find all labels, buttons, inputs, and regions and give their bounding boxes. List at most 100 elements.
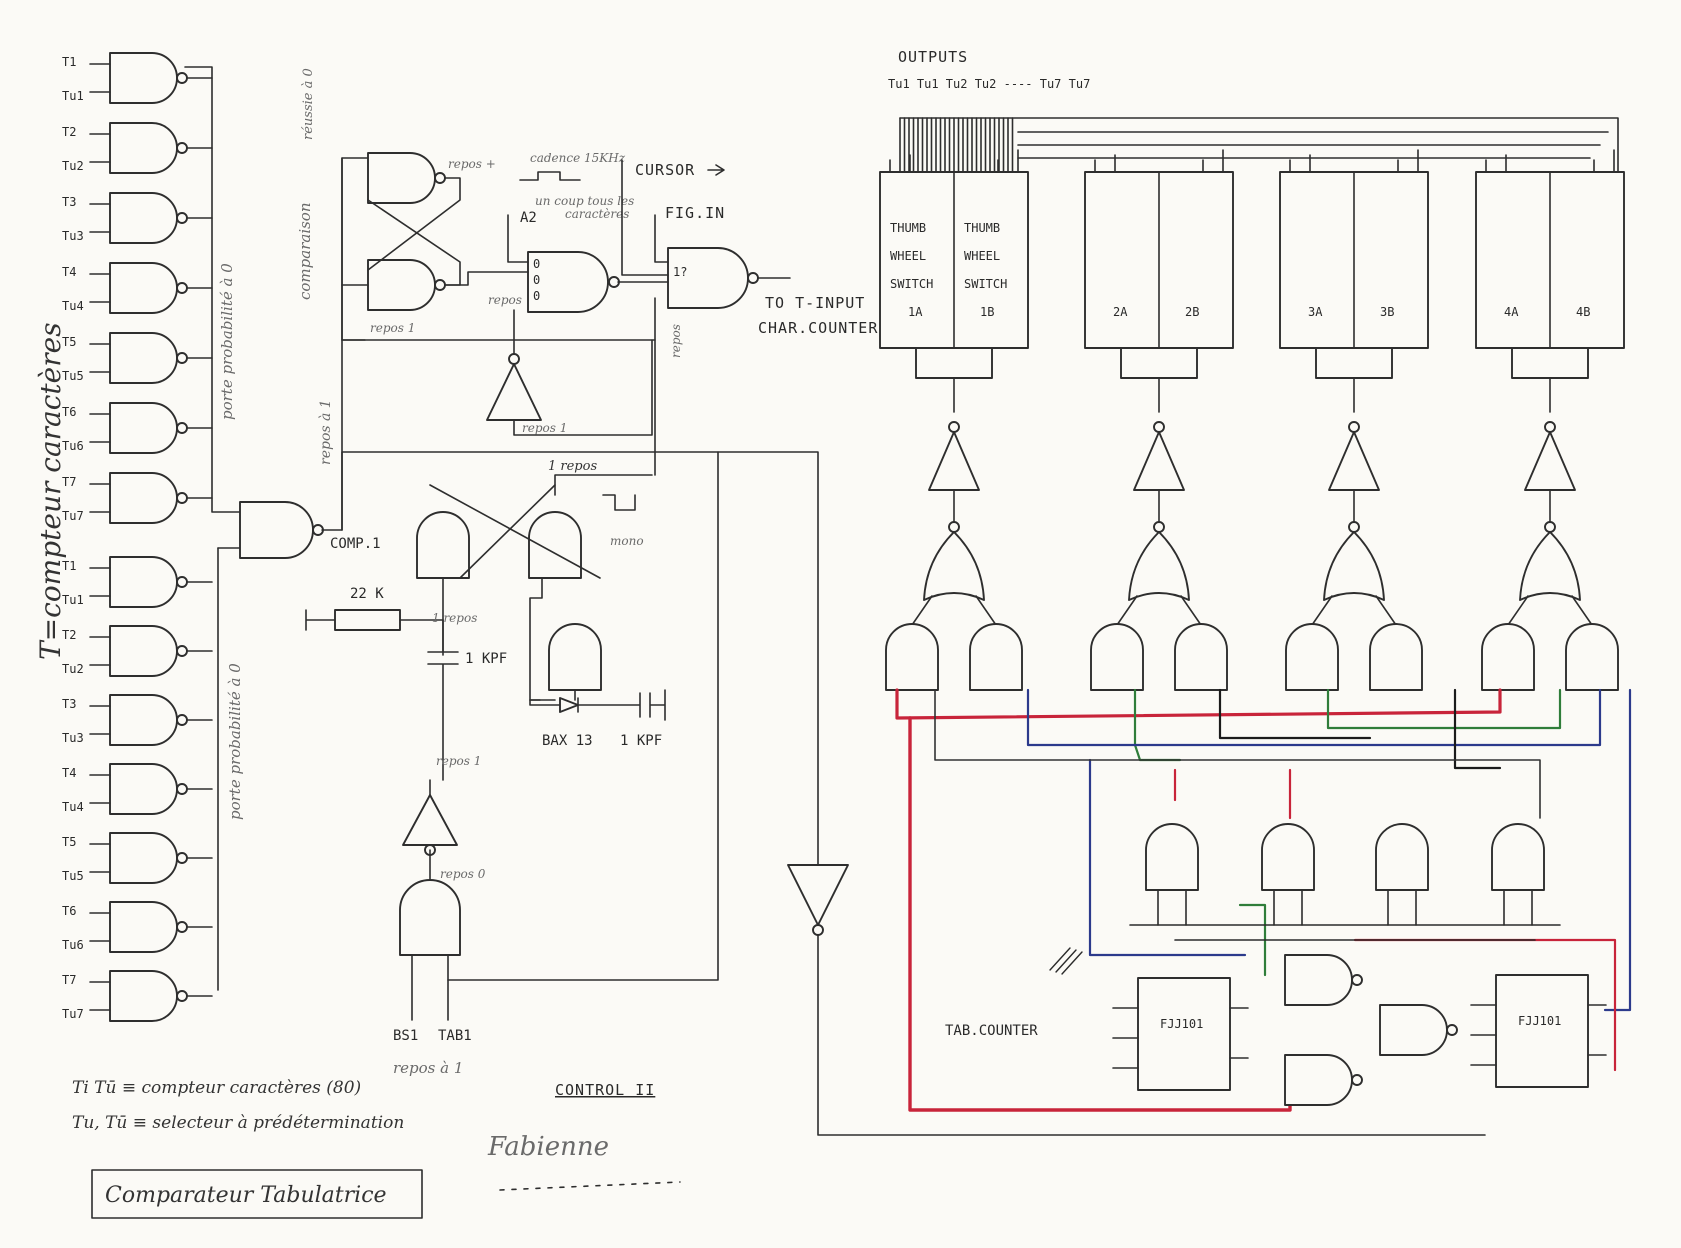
lower-input-label: Tu1 bbox=[62, 593, 84, 607]
outputs-formula: Tu1 Tu1 Tu2 Tu2 ---- Tu7 Tu7 bbox=[888, 77, 1090, 91]
t-input-label: TO T-INPUT bbox=[765, 294, 865, 312]
select-inverter-3 bbox=[1328, 421, 1380, 491]
select-inverter-4 bbox=[1524, 421, 1576, 491]
cadence-note3: caractères bbox=[565, 207, 629, 221]
comp1-output-wire bbox=[321, 157, 369, 531]
resistor-22k: 22 K bbox=[305, 586, 444, 631]
lower-input-label: T6 bbox=[62, 904, 76, 918]
bank-bus bbox=[184, 66, 241, 991]
thumbwheel-label-a: 1A bbox=[908, 305, 923, 319]
select-or-3 bbox=[1323, 521, 1385, 601]
figin-gate bbox=[667, 247, 759, 309]
svg-text:SWITCH: SWITCH bbox=[890, 277, 933, 291]
char-counter-label: CHAR.COUNTER bbox=[758, 319, 878, 337]
tab-nand-2 bbox=[1261, 823, 1315, 891]
flipflop-fjj101-1: FJJ101 bbox=[1112, 977, 1249, 1091]
thumbwheel-label-b: 3B bbox=[1380, 305, 1394, 319]
tab-logic-nand-2 bbox=[1379, 1004, 1458, 1056]
figin-label: FIG.IN bbox=[665, 204, 725, 222]
tab-logic-nand-3 bbox=[1284, 1054, 1363, 1106]
cap1-label: 1 KPF bbox=[465, 651, 507, 667]
signature: Fabienne bbox=[487, 1132, 609, 1162]
flipflop-fjj101-2: FJJ101 bbox=[1470, 974, 1607, 1088]
upper-input-label: T1 bbox=[62, 55, 76, 69]
rs-flipflop: repos + repos 1 bbox=[341, 152, 496, 341]
upper-input-label: Tu1 bbox=[62, 89, 84, 103]
mono-nand-left bbox=[416, 511, 470, 579]
tab-counter-label: TAB.COUNTER bbox=[945, 1023, 1038, 1039]
cursor-arrow bbox=[707, 164, 725, 176]
input-bs1: BS1 bbox=[393, 1028, 418, 1044]
lower-nand-1 bbox=[109, 556, 188, 608]
mono-top-label: 1 repos bbox=[548, 459, 597, 474]
comp1-label: COMP.1 bbox=[330, 536, 381, 552]
bus-note-lower: porte probabilité à 0 bbox=[226, 663, 244, 820]
svg-text:FJJ101: FJJ101 bbox=[1518, 1014, 1561, 1028]
upper-input-label: Tu5 bbox=[62, 369, 84, 383]
legend-line2: Tu, Tū ≡ selecteur à prédétermination bbox=[72, 1113, 404, 1133]
upper-input-label: Tu4 bbox=[62, 299, 84, 313]
upper-input-label: Tu6 bbox=[62, 439, 84, 453]
cadence-note: cadence 15KHz bbox=[530, 151, 626, 165]
tab-nand-3 bbox=[1375, 823, 1429, 891]
thumbwheel-label-a: 2A bbox=[1113, 305, 1128, 319]
upper-input-label: T7 bbox=[62, 475, 76, 489]
svg-text:FJJ101: FJJ101 bbox=[1160, 1017, 1203, 1031]
upper-nand-7 bbox=[109, 472, 188, 524]
tab-logic-nand-1 bbox=[1284, 954, 1363, 1006]
tab-nand-4 bbox=[1491, 823, 1545, 891]
select-nand-3-1 bbox=[1285, 623, 1339, 691]
lower-input-label: T7 bbox=[62, 973, 76, 987]
lower-input-label: Tu4 bbox=[62, 800, 84, 814]
comp-side-note: comparaison bbox=[296, 203, 314, 301]
thumbwheel-label-b: 1B bbox=[980, 305, 994, 319]
wire-ff-a2 bbox=[444, 271, 529, 286]
select-nand-1-1 bbox=[885, 623, 939, 691]
repos1-note: repos à 1 bbox=[318, 399, 334, 465]
select-nand-4-1 bbox=[1481, 623, 1535, 691]
mono-pulse bbox=[602, 494, 636, 511]
a2-inverter bbox=[486, 353, 542, 421]
upper-input-label: Tu2 bbox=[62, 159, 84, 173]
lower-nand-5 bbox=[109, 832, 188, 884]
signature-underline bbox=[499, 1181, 681, 1191]
bus-note-upper: porte probabilité à 0 bbox=[218, 263, 236, 420]
ff-note-repos1: repos 1 bbox=[370, 321, 415, 335]
wire-control-inv-out bbox=[817, 934, 1486, 1136]
comp1-gate bbox=[239, 501, 324, 559]
comp-side-note2: réussie à 0 bbox=[301, 68, 316, 140]
lower-input-label: T2 bbox=[62, 628, 76, 642]
thumbwheel-label-a: 4A bbox=[1504, 305, 1519, 319]
svg-text:THUMB: THUMB bbox=[890, 221, 926, 235]
bottom-nand bbox=[399, 879, 461, 956]
repos-inv-in: repos 1 bbox=[436, 754, 481, 768]
upper-nand-4 bbox=[109, 262, 188, 314]
svg-text:SWITCH: SWITCH bbox=[964, 277, 1007, 291]
thumbwheel-label-b: 4B bbox=[1576, 305, 1590, 319]
select-inverter-2 bbox=[1133, 421, 1185, 491]
upper-input-label: T5 bbox=[62, 335, 76, 349]
svg-text:0: 0 bbox=[533, 273, 540, 287]
upper-input-label: Tu3 bbox=[62, 229, 84, 243]
thumbwheel-switch-4: 4A 4B bbox=[1475, 149, 1625, 691]
svg-text:0: 0 bbox=[533, 289, 540, 303]
diode-bax13: BAX 13 1 KPF bbox=[529, 689, 666, 749]
repos-inv-out: repos 0 bbox=[440, 867, 486, 881]
lower-nand-7 bbox=[109, 970, 188, 1022]
svg-text:THUMB: THUMB bbox=[964, 221, 1000, 235]
lower-nand-4 bbox=[109, 763, 188, 815]
select-or-2 bbox=[1128, 521, 1190, 601]
mono-note: mono bbox=[610, 534, 644, 548]
upper-nand-1 bbox=[109, 52, 188, 104]
diode-label: BAX 13 bbox=[542, 733, 593, 749]
upper-nand-6 bbox=[109, 402, 188, 454]
lower-input-label: T4 bbox=[62, 766, 76, 780]
select-inverter-1 bbox=[928, 421, 980, 491]
input-tab1: TAB1 bbox=[438, 1028, 472, 1044]
lower-input-label: Tu6 bbox=[62, 938, 84, 952]
lower-input-label: T3 bbox=[62, 697, 76, 711]
thumbwheel-label-b: 2B bbox=[1185, 305, 1199, 319]
